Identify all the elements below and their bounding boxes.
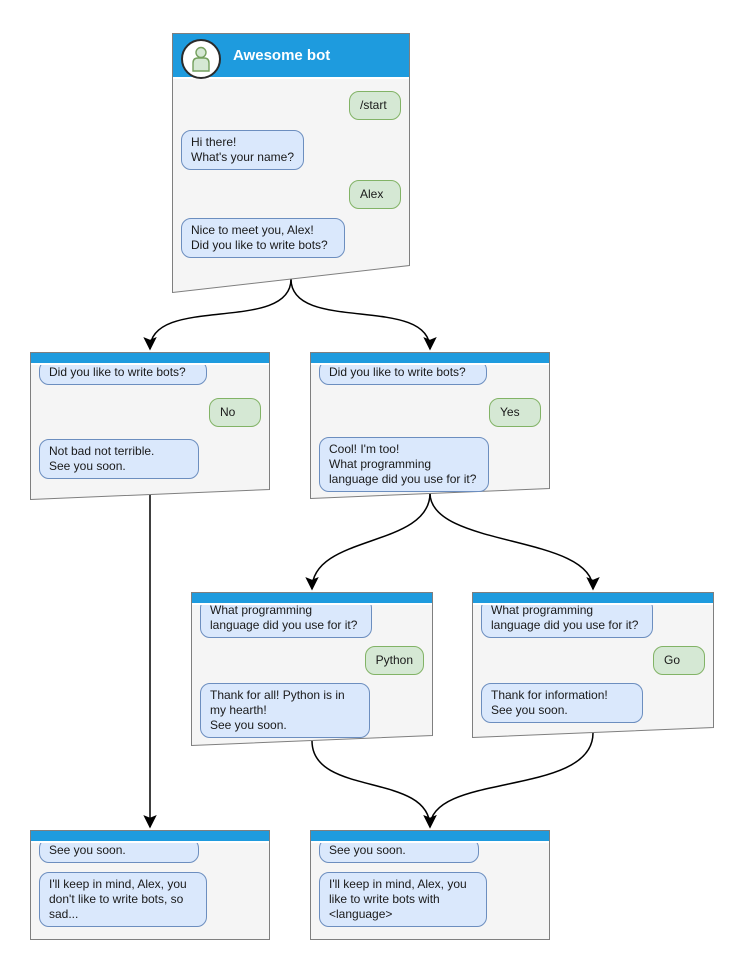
user-reply-button[interactable]: /start xyxy=(349,91,401,120)
screen-header-strip xyxy=(311,353,549,365)
screen-header-strip xyxy=(31,831,269,843)
user-reply-button[interactable]: Python xyxy=(364,646,424,675)
bot-message: Nice to meet you, Alex! Did you like to … xyxy=(181,218,345,258)
screen-header-strip xyxy=(473,593,713,605)
window-title: Awesome bot xyxy=(233,47,331,64)
user-reply-button[interactable]: Alex xyxy=(349,180,401,209)
chat-messages: /start Hi there! What's your name? Alex … xyxy=(173,79,409,258)
screen-yes-branch: Did you like to write bots? Yes Cool! I'… xyxy=(310,352,550,499)
person-icon xyxy=(192,46,210,72)
bot-message: I'll keep in mind, Alex, you don't like … xyxy=(39,872,207,927)
arrow-start-to-no xyxy=(143,278,292,351)
bot-message: I'll keep in mind, Alex, you like to wri… xyxy=(319,872,487,927)
screen-header-strip xyxy=(192,593,432,605)
arrow-go-to-end xyxy=(423,732,594,829)
bot-message: Not bad not terrible. See you soon. xyxy=(39,439,199,479)
window-header: Awesome bot xyxy=(173,34,409,79)
arrow-python-to-end xyxy=(311,740,437,829)
arrow-yes-to-go xyxy=(429,492,600,591)
chat-window-main: Awesome bot /start Hi there! What's your… xyxy=(172,33,410,293)
user-reply-button[interactable]: No xyxy=(209,398,261,427)
screen-end-yes: See you soon. I'll keep in mind, Alex, y… xyxy=(310,830,550,940)
screen-end-no: See you soon. I'll keep in mind, Alex, y… xyxy=(30,830,270,940)
bot-avatar xyxy=(181,39,221,79)
bot-message: Thank for information! See you soon. xyxy=(481,683,643,723)
arrow-start-to-yes xyxy=(290,278,437,351)
bot-message: Hi there! What's your name? xyxy=(181,130,304,170)
screen-header-strip xyxy=(311,831,549,843)
screen-go: What programming language did you use fo… xyxy=(472,592,714,738)
user-reply-button[interactable]: Yes xyxy=(489,398,541,427)
screen-no-branch: Did you like to write bots? No Not bad n… xyxy=(30,352,270,500)
bot-message: Thank for all! Python is in my hearth! S… xyxy=(200,683,370,738)
screen-header-strip xyxy=(31,353,269,365)
arrow-yes-to-python xyxy=(305,492,431,591)
user-reply-button[interactable]: Go xyxy=(653,646,705,675)
bot-message: Cool! I'm too! What programming language… xyxy=(319,437,489,492)
screen-python: What programming language did you use fo… xyxy=(191,592,433,746)
